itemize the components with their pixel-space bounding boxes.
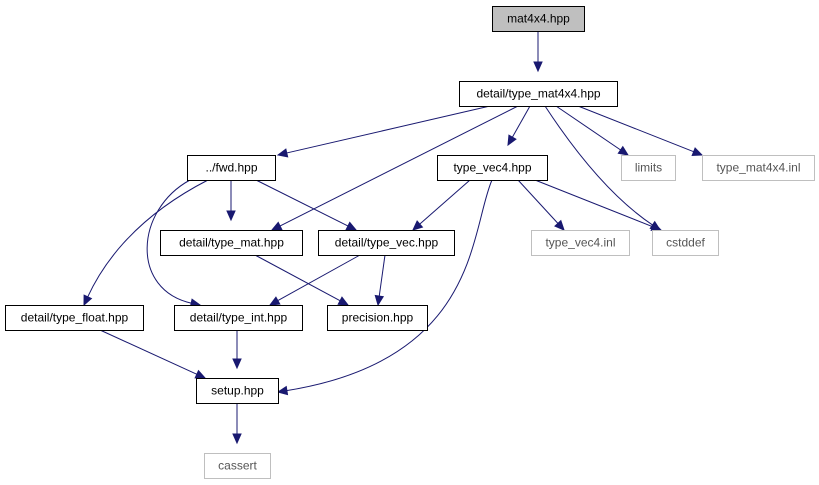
- node-setup[interactable]: setup.hpp: [196, 378, 279, 404]
- edge-type_mat4x4-to-cstddef: [544, 105, 654, 226]
- edge-type_vec4-to-type_vec4_inl-arrowhead: [554, 219, 565, 231]
- node-label-fwd: ../fwd.hpp: [205, 161, 257, 175]
- node-box-setup[interactable]: [196, 378, 279, 404]
- node-type_mat[interactable]: detail/type_mat.hpp: [160, 230, 303, 256]
- node-precision[interactable]: precision.hpp: [327, 305, 428, 331]
- edge-mat4x4-to-type_mat4x4-arrowhead: [533, 61, 543, 73]
- edge-type_mat4x4-to-type_vec4: [511, 105, 531, 139]
- node-label-type_mat4x4_inl: type_mat4x4.inl: [716, 161, 800, 175]
- node-label-type_mat: detail/type_mat.hpp: [179, 236, 284, 250]
- node-type_vec4_inl[interactable]: type_vec4.inl: [531, 230, 630, 256]
- edge-type_mat4x4-to-type_mat-arrowhead: [270, 221, 283, 231]
- edge-type_mat4x4-to-type_mat: [278, 105, 519, 227]
- edge-type_mat4x4-to-type_vec4-arrowhead: [507, 134, 517, 147]
- edge-type_mat4x4-to-type_mat4x4_inl-arrowhead: [691, 147, 704, 156]
- node-type_vec[interactable]: detail/type_vec.hpp: [318, 230, 455, 256]
- node-label-limits: limits: [635, 161, 662, 175]
- node-box-type_mat[interactable]: [160, 230, 303, 256]
- node-label-precision: precision.hpp: [342, 311, 414, 325]
- edge-type_vec4-to-type_vec: [418, 179, 471, 226]
- edge-fwd-to-type_float: [86, 179, 209, 298]
- node-label-cstddef: cstddef: [666, 236, 705, 250]
- node-cassert[interactable]: cassert: [204, 453, 271, 479]
- node-type_vec4[interactable]: type_vec4.hpp: [437, 155, 548, 181]
- node-type_mat4x4_inl[interactable]: type_mat4x4.inl: [702, 155, 815, 181]
- edge-type_mat4x4-to-fwd: [285, 105, 491, 154]
- node-label-type_mat4x4: detail/type_mat4x4.hpp: [476, 87, 600, 101]
- node-type_float[interactable]: detail/type_float.hpp: [5, 305, 144, 331]
- edges-layer: [83, 31, 704, 445]
- node-mat4x4[interactable]: mat4x4.hpp: [492, 6, 585, 32]
- node-box-type_vec4[interactable]: [437, 155, 548, 181]
- node-label-mat4x4: mat4x4.hpp: [507, 12, 570, 26]
- edge-fwd-to-type_int: [146, 179, 193, 304]
- node-box-cassert[interactable]: [204, 453, 271, 479]
- edge-type_float-to-setup: [99, 329, 198, 376]
- edge-type_vec-to-precision: [378, 254, 386, 298]
- edge-type_vec4-to-cstddef: [534, 179, 654, 228]
- node-fwd[interactable]: ../fwd.hpp: [187, 155, 276, 181]
- node-box-precision[interactable]: [327, 305, 428, 331]
- node-box-fwd[interactable]: [187, 155, 276, 181]
- edge-fwd-to-type_mat-arrowhead: [226, 210, 236, 222]
- node-label-type_int: detail/type_int.hpp: [190, 311, 288, 325]
- node-label-setup: setup.hpp: [211, 384, 264, 398]
- edge-fwd-to-type_vec-arrowhead: [345, 221, 358, 231]
- edge-type_vec-to-precision-arrowhead: [374, 294, 385, 307]
- node-label-type_vec4: type_vec4.hpp: [453, 161, 531, 175]
- edge-fwd-to-type_float-arrowhead: [83, 294, 93, 307]
- node-type_int[interactable]: detail/type_int.hpp: [174, 305, 303, 331]
- edge-type_mat4x4-to-type_mat4x4_inl: [577, 105, 695, 153]
- node-limits[interactable]: limits: [621, 155, 676, 181]
- edge-type_mat4x4-to-limits: [555, 105, 622, 151]
- edge-type_vec-to-type_int: [276, 254, 361, 302]
- edge-type_vec4-to-setup-arrowhead: [276, 385, 289, 396]
- node-box-limits[interactable]: [621, 155, 676, 181]
- node-type_mat4x4[interactable]: detail/type_mat4x4.hpp: [459, 81, 618, 107]
- edge-type_mat4x4-to-fwd-arrowhead: [276, 148, 289, 158]
- edge-type_mat-to-precision-arrowhead: [337, 296, 350, 306]
- edge-type_vec4-to-type_vec-arrowhead: [412, 220, 424, 231]
- nodes-layer: mat4x4.hpp detail/type_mat4x4.hpp ../fwd.h…: [5, 6, 815, 479]
- edge-setup-to-cassert-arrowhead: [232, 433, 242, 445]
- node-box-cstddef[interactable]: [652, 230, 719, 256]
- node-box-type_float[interactable]: [5, 305, 144, 331]
- node-cstddef[interactable]: cstddef: [652, 230, 719, 256]
- edge-type_int-to-setup-arrowhead: [232, 358, 242, 370]
- node-box-type_int[interactable]: [174, 305, 303, 331]
- node-label-type_vec4_inl: type_vec4.inl: [545, 236, 615, 250]
- node-label-type_float: detail/type_float.hpp: [21, 311, 129, 325]
- edge-type_mat-to-precision: [254, 254, 342, 302]
- node-box-type_mat4x4[interactable]: [459, 81, 618, 107]
- edge-fwd-to-type_vec: [255, 179, 350, 227]
- edge-type_mat4x4-to-limits-arrowhead: [617, 145, 630, 156]
- node-box-type_mat4x4_inl[interactable]: [702, 155, 815, 181]
- edge-type_vec-to-type_int-arrowhead: [268, 296, 281, 306]
- node-box-type_vec4_inl[interactable]: [531, 230, 630, 256]
- edge-type_vec4-to-type_vec4_inl: [517, 179, 559, 225]
- edge-type_float-to-setup-arrowhead: [194, 369, 207, 379]
- node-label-cassert: cassert: [218, 459, 257, 473]
- node-label-type_vec: detail/type_vec.hpp: [335, 236, 439, 250]
- node-box-type_vec[interactable]: [318, 230, 455, 256]
- node-box-mat4x4[interactable]: [492, 6, 585, 32]
- edge-type_vec4-to-setup: [285, 179, 493, 392]
